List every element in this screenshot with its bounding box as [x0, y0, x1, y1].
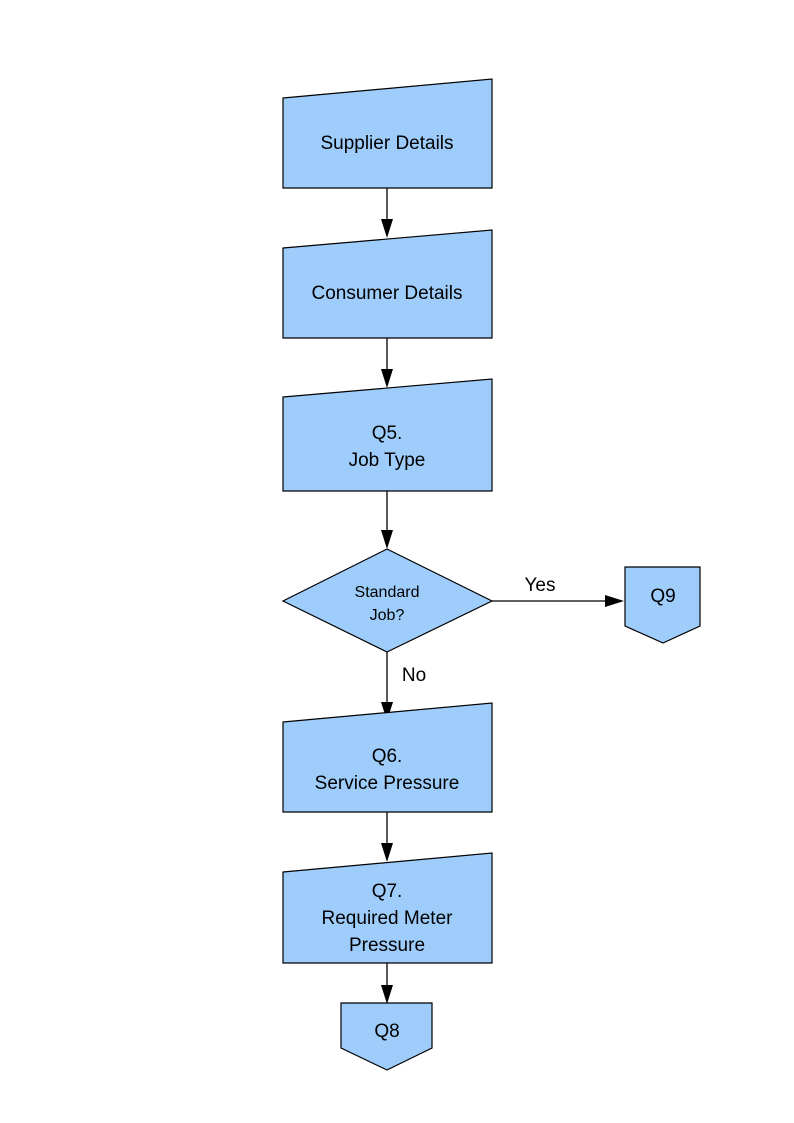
arrow-head-icon — [381, 843, 393, 862]
data-shape[interactable] — [282, 702, 493, 813]
arrow-head-icon — [381, 530, 393, 549]
node-q8-connector[interactable]: Q8 — [340, 1002, 433, 1071]
node-label-q7-line2: Required Meter — [322, 908, 454, 929]
node-label-supplier-details: Supplier Details — [320, 133, 453, 154]
edge-decision-to-q6-no — [381, 652, 393, 721]
node-q5-job-type[interactable]: Q5. Job Type — [282, 378, 493, 492]
arrow-head-icon — [605, 595, 624, 607]
data-shape[interactable] — [282, 852, 493, 964]
node-label-consumer-details: Consumer Details — [312, 283, 463, 304]
node-label-q9: Q9 — [650, 586, 675, 607]
node-label-q5-line2: Job Type — [349, 450, 426, 471]
arrow-head-icon — [381, 219, 393, 238]
node-label-q7-line1: Q7. — [372, 881, 403, 902]
node-label-q6-line1: Q6. — [372, 746, 403, 767]
node-label-q8: Q8 — [374, 1021, 399, 1042]
arrow-head-icon — [381, 985, 393, 1004]
edge-label-no: No — [402, 665, 426, 686]
node-q6-service-pressure[interactable]: Q6. Service Pressure — [282, 702, 493, 813]
edge-label-yes: Yes — [525, 575, 556, 596]
node-consumer-details[interactable]: Consumer Details — [282, 229, 493, 339]
pentagon-shape[interactable] — [340, 1002, 433, 1071]
node-label-decision-line1: Standard — [355, 584, 420, 601]
node-standard-job-decision[interactable]: Standard Job? — [281, 548, 494, 653]
data-shape[interactable] — [282, 229, 493, 339]
data-shape[interactable] — [282, 78, 493, 189]
edge-decision-to-q9-yes — [492, 595, 624, 607]
edge-q6-to-q7 — [381, 812, 393, 862]
node-q9-connector[interactable]: Q9 — [624, 566, 701, 644]
edge-supplier-to-consumer — [381, 188, 393, 238]
pentagon-shape[interactable] — [624, 566, 701, 644]
arrow-head-icon — [381, 369, 393, 388]
edge-q7-to-q8 — [381, 963, 393, 1004]
node-label-q6-line2: Service Pressure — [315, 773, 460, 794]
node-label-decision-line2: Job? — [370, 607, 405, 624]
node-label-q5-line1: Q5. — [372, 423, 403, 444]
data-shape[interactable] — [282, 378, 493, 492]
diamond-shape[interactable] — [281, 548, 494, 653]
edge-q5-to-decision — [381, 491, 393, 549]
edge-consumer-to-q5 — [381, 338, 393, 388]
node-label-q7-line3: Pressure — [349, 935, 425, 956]
arrow-head-icon — [381, 702, 393, 721]
node-supplier-details[interactable]: Supplier Details — [282, 78, 493, 189]
node-q7-required-meter-pressure[interactable]: Q7. Required Meter Pressure — [282, 852, 493, 964]
